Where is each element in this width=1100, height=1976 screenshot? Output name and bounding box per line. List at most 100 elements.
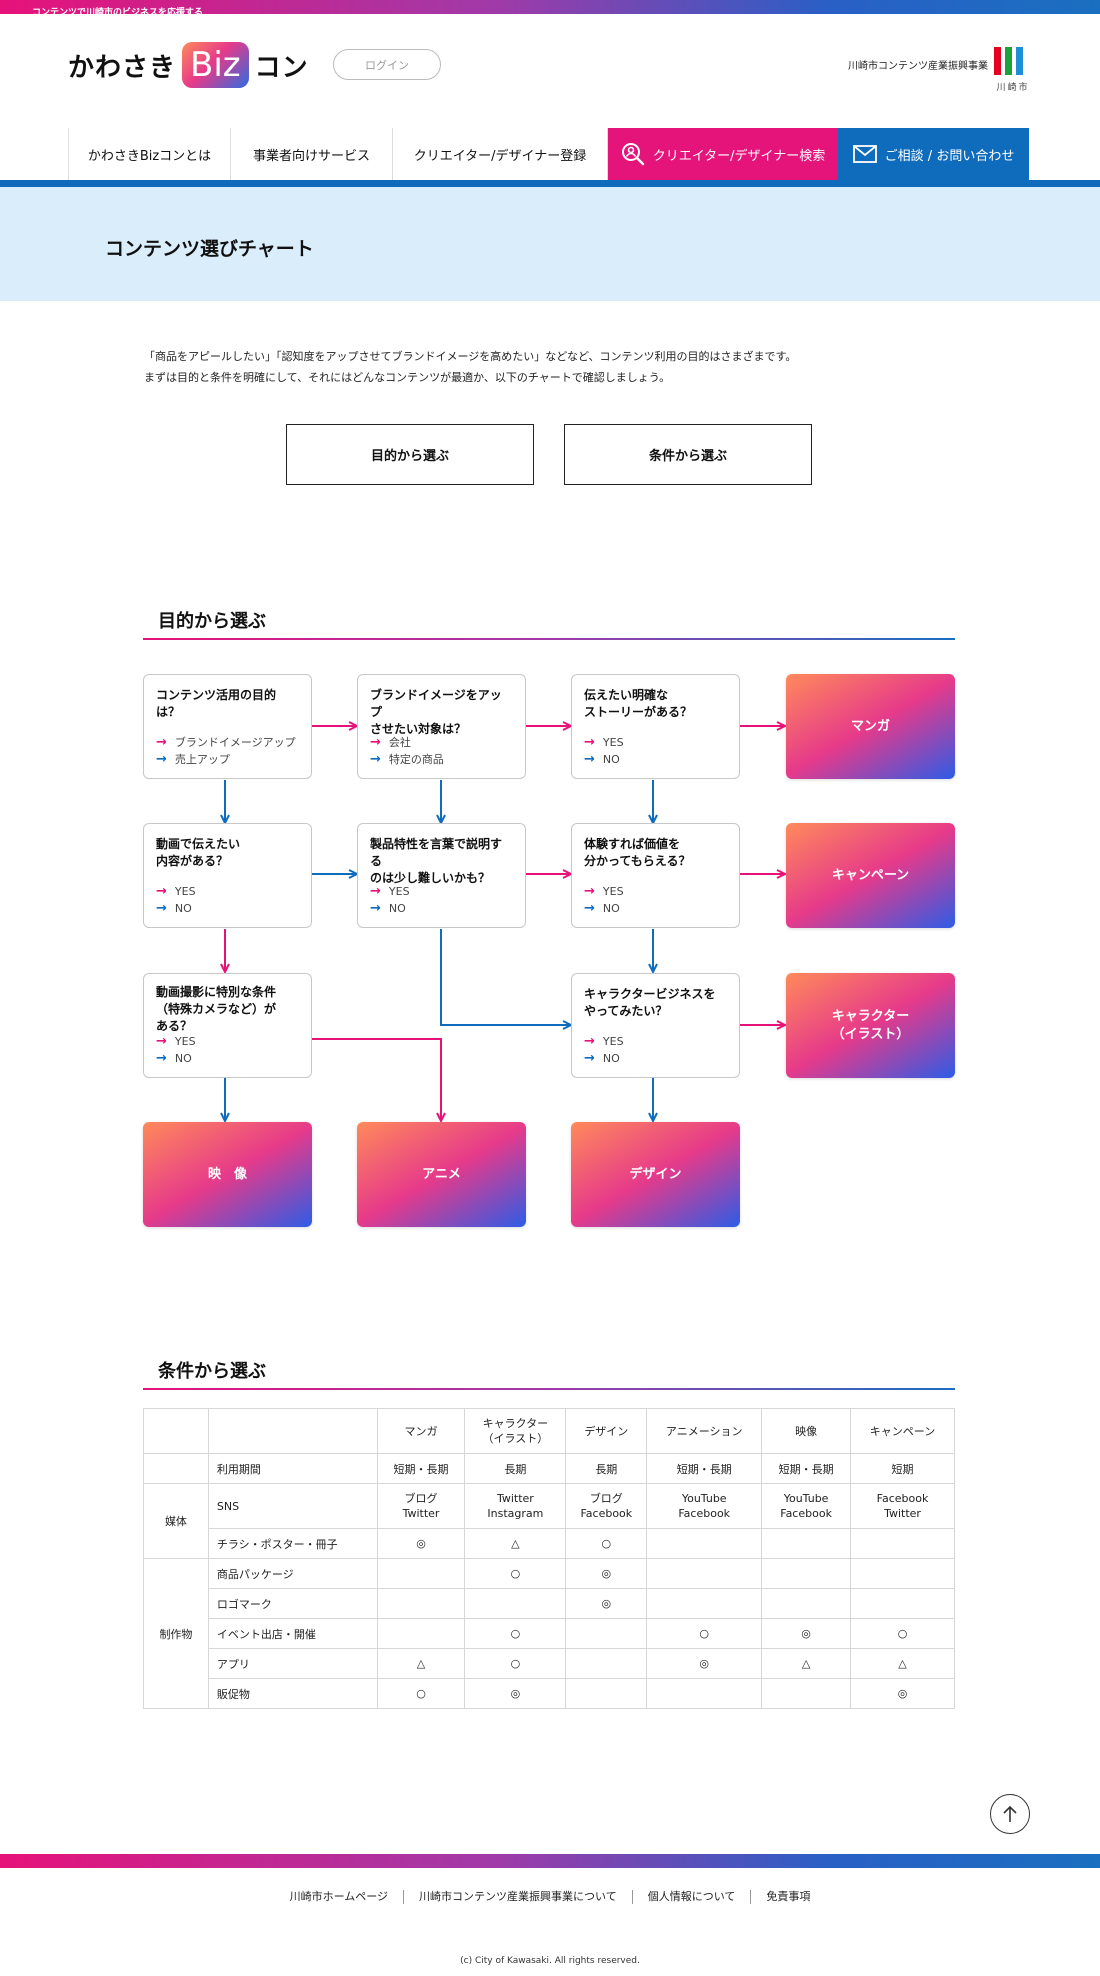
login-button[interactable]: ログイン <box>333 49 441 80</box>
column-header: デザイン <box>565 1408 648 1454</box>
city-logo-bar-red <box>994 47 1001 75</box>
option-label: NO <box>174 902 192 915</box>
footer-link-privacy[interactable]: 個人情報について <box>631 1890 751 1904</box>
pink-arrow-icon: → <box>370 735 381 750</box>
table-cell: 短期・長期 <box>646 1453 763 1484</box>
table-cell: △ <box>464 1528 567 1559</box>
blue-arrow-icon: → <box>584 752 595 767</box>
intro-line-2: まずは目的と条件を明確にして、それにはどんなコンテンツが最適か、以下のチャートで… <box>144 371 671 384</box>
section-title-condition: 条件から選ぶ <box>158 1361 266 1382</box>
row-label: 商品パッケージ <box>207 1558 378 1589</box>
pink-arrow-icon: → <box>584 884 595 899</box>
city-logo-name: 川崎市 <box>996 83 1030 93</box>
section-divider-purpose <box>143 638 955 640</box>
nav-search-label: クリエイター/デザイナー検索 <box>652 148 826 164</box>
row-label: イベント出店・開催 <box>207 1618 378 1649</box>
question-box-experience: 体験すれば価値を 分かってもらえる？ →YES →NO <box>571 823 740 928</box>
result-character[interactable]: キャラクター （イラスト） <box>786 973 955 1078</box>
table-cell <box>761 1588 852 1619</box>
top-banner: コンテンツで川崎市のビジネスを応援する <box>0 0 1100 18</box>
table-cell <box>565 1618 648 1649</box>
option-label: NO <box>602 902 620 915</box>
pink-arrow-icon: → <box>156 735 167 750</box>
kawasaki-city-logo[interactable]: 川崎市 <box>994 47 1032 95</box>
table-row: イベント出店・開催 ○ ○ ◎ ○ <box>144 1618 955 1649</box>
footer-link-city-home[interactable]: 川崎市ホームページ <box>289 1890 389 1903</box>
nav-contact-button[interactable]: ご相談 / お問い合わせ <box>838 128 1029 180</box>
blue-arrow-icon: → <box>156 752 167 767</box>
nav-item-services[interactable]: 事業者向けサービス <box>230 128 392 180</box>
question-box-product-explain: 製品特性を言葉で説明する のは少し難しいかも？ →YES →NO <box>357 823 526 928</box>
blue-arrow-icon: → <box>370 901 381 916</box>
option-label: YES <box>388 885 410 898</box>
row-label: 利用期間 <box>207 1453 378 1484</box>
result-anime[interactable]: アニメ <box>357 1122 526 1227</box>
footer-bar <box>0 1854 1100 1868</box>
arrow-q5-q8 <box>440 929 571 1025</box>
nav-item-about[interactable]: かわさきBizコンとは <box>68 128 230 180</box>
table-cell <box>850 1558 955 1589</box>
org-name: 川崎市コンテンツ産業振興事業 <box>848 61 988 72</box>
nav-item-register[interactable]: クリエイター/デザイナー登録 <box>392 128 608 180</box>
mail-icon <box>852 145 877 163</box>
pink-arrow-icon: → <box>584 1034 595 1049</box>
table-cell <box>646 1558 763 1589</box>
page-top-button[interactable] <box>990 1794 1030 1834</box>
option-label: NO <box>388 902 406 915</box>
nav-underline <box>0 180 1100 187</box>
table-row: ロゴマーク ◎ <box>144 1588 955 1619</box>
option-label: NO <box>602 1052 620 1065</box>
table-cell <box>376 1618 466 1649</box>
table-cell <box>646 1528 763 1559</box>
pink-arrow-icon: → <box>156 884 167 899</box>
copyright: (c) City of Kawasaki. All rights reserve… <box>460 1956 640 1966</box>
option-label: 売上アップ <box>174 753 230 766</box>
top-banner-text: コンテンツで川崎市のビジネスを応援する <box>32 8 204 18</box>
blue-arrow-icon: → <box>584 1051 595 1066</box>
column-header: アニメーション <box>646 1408 763 1454</box>
footer-link-disclaimer[interactable]: 免責事項 <box>750 1890 825 1904</box>
select-by-condition-button[interactable]: 条件から選ぶ <box>564 424 812 485</box>
table-cell: △ <box>376 1648 466 1679</box>
table-cell <box>376 1558 466 1589</box>
option-label: YES <box>602 1035 624 1048</box>
result-manga[interactable]: マンガ <box>786 674 955 779</box>
table-cell: ○ <box>376 1678 466 1709</box>
result-video[interactable]: 映 像 <box>143 1122 312 1227</box>
table-cell: YouTube Facebook <box>761 1483 852 1529</box>
table-row: 制作物 商品パッケージ ○ ◎ <box>143 1558 955 1709</box>
row-label: チラシ・ポスター・冊子 <box>207 1528 378 1559</box>
nav-search-button[interactable]: クリエイター/デザイナー検索 <box>608 128 838 180</box>
table-cell: ○ <box>464 1558 567 1589</box>
site-logo[interactable]: かわさき Biz コン <box>68 41 309 89</box>
table-cell: ◎ <box>850 1678 955 1709</box>
table-cell: ○ <box>850 1618 955 1649</box>
table-cell <box>376 1588 466 1619</box>
footer-link-about-project[interactable]: 川崎市コンテンツ産業振興事業について <box>403 1890 632 1904</box>
table-row: 販促物 ○ ◎ ◎ <box>144 1678 955 1709</box>
table-cell: ○ <box>646 1618 763 1649</box>
nav-contact-label: ご相談 / お問い合わせ <box>884 148 1015 164</box>
flowchart-connectors <box>0 0 1100 1300</box>
result-campaign[interactable]: キャンペーン <box>786 823 955 928</box>
table-cell: △ <box>850 1648 955 1679</box>
pink-arrow-icon: → <box>156 1034 167 1049</box>
table-cell: 長期 <box>565 1453 648 1484</box>
table-cell: ◎ <box>464 1678 567 1709</box>
question-text: キャラクタービジネスを やってみたい？ <box>584 987 716 1018</box>
question-text: 製品特性を言葉で説明する のは少し難しいかも？ <box>370 837 503 885</box>
table-cell: ○ <box>464 1648 567 1679</box>
option-label: ブランドイメージアップ <box>174 736 296 749</box>
question-text: 伝えたい明確な ストーリーがある？ <box>584 688 693 719</box>
table-cell: ◎ <box>565 1588 648 1619</box>
table-cell: ◎ <box>565 1558 648 1589</box>
logo-text-right: コン <box>254 52 309 83</box>
table-cell <box>761 1528 852 1559</box>
row-label: SNS <box>207 1483 378 1529</box>
blue-arrow-icon: → <box>156 1051 167 1066</box>
result-design[interactable]: デザイン <box>571 1122 740 1227</box>
select-by-purpose-button[interactable]: 目的から選ぶ <box>286 424 534 485</box>
column-header: キャンペーン <box>850 1408 955 1454</box>
page-title: コンテンツ選びチャート <box>105 238 314 260</box>
table-row: チラシ・ポスター・冊子 ◎ △ ○ <box>144 1528 955 1559</box>
